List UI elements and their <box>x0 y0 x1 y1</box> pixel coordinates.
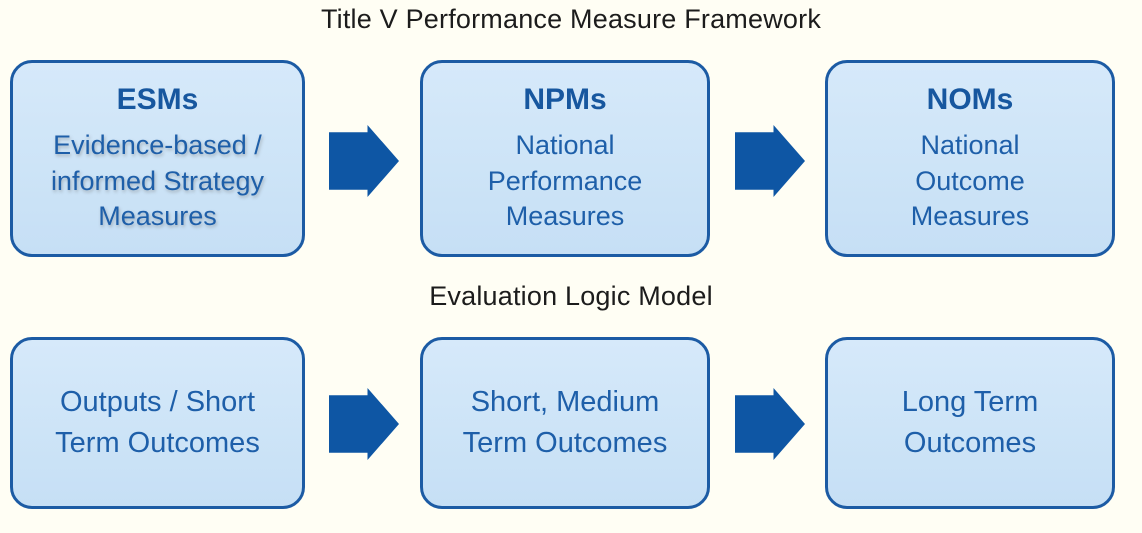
box-long-term-body: Long Term Outcomes <box>901 385 1039 459</box>
box-esms-body: Evidence-based / informed Strategy Measu… <box>50 130 265 232</box>
box-esms-heading: ESMs <box>116 83 199 116</box>
box-npms-body: National Performance Measures <box>487 130 643 232</box>
right-block-arrow-icon <box>329 125 399 197</box>
box-noms-heading: NOMs <box>926 83 1014 116</box>
right-block-arrow-icon <box>329 388 399 460</box>
box-short-medium-term-body: Short, Medium Term Outcomes <box>462 385 668 459</box>
box-npms: NPMs National Performance Measures <box>420 60 710 257</box>
box-outputs-short-term-body: Outputs / Short Term Outcomes <box>55 385 260 459</box>
box-noms-body: National Outcome Measures <box>910 130 1030 232</box>
right-block-arrow-icon <box>735 388 805 460</box>
box-npms-heading: NPMs <box>523 83 607 116</box>
box-long-term: Long Term Outcomes <box>825 337 1115 509</box>
logic-model-section-title: Evaluation Logic Model <box>429 281 713 311</box>
box-outputs-short-term: Outputs / Short Term Outcomes <box>10 337 305 509</box>
box-esms: ESMs Evidence-based / informed Strategy … <box>10 60 305 257</box>
box-noms: NOMs National Outcome Measures <box>825 60 1115 257</box>
framework-section-title: Title V Performance Measure Framework <box>320 4 822 34</box>
box-short-medium-term: Short, Medium Term Outcomes <box>420 337 710 509</box>
right-block-arrow-icon <box>735 125 805 197</box>
